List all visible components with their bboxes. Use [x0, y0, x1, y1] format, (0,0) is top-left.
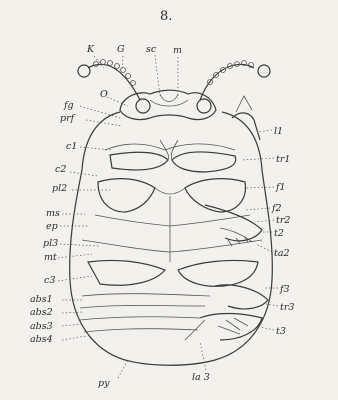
label-tr1: tr1	[276, 154, 290, 165]
label-py: py	[98, 378, 110, 389]
label-pl3: pl3	[43, 238, 58, 249]
label-f1: f1	[275, 182, 286, 193]
label-K: K	[86, 44, 95, 55]
label-sc: sc	[146, 44, 157, 55]
label-f2: f2	[271, 203, 282, 214]
label-prf: prf	[60, 113, 76, 124]
label-c1: c1	[66, 141, 77, 152]
label-abs1: abs1	[30, 294, 53, 305]
label-mt: mt	[44, 252, 57, 263]
label-la3: la 3	[192, 372, 210, 383]
label-t3: t3	[276, 326, 286, 337]
label-tr2: tr2	[276, 215, 290, 226]
label-c3: c3	[44, 275, 55, 286]
label-f3: f3	[279, 284, 290, 295]
right-antenna	[200, 61, 270, 101]
label-O: O	[100, 89, 108, 100]
figure-number: 8.	[160, 9, 172, 24]
label-abs2: abs2	[30, 307, 53, 318]
prothorax	[105, 140, 236, 172]
label-ep: ep	[46, 221, 58, 232]
label-abs3: abs3	[30, 321, 53, 332]
label-abs4: abs4	[30, 334, 53, 345]
left-antenna	[78, 60, 140, 101]
label-c2: c2	[55, 164, 66, 175]
metathorax	[82, 240, 268, 309]
label-m: m	[173, 45, 182, 56]
label-ta2: ta2	[274, 248, 290, 259]
head	[120, 90, 216, 119]
body-outline	[70, 112, 273, 365]
abdomen	[80, 294, 262, 340]
label-fg: fg	[63, 100, 74, 111]
leader-lines	[58, 55, 278, 378]
mesothorax	[95, 179, 262, 262]
label-G: G	[117, 44, 125, 55]
label-ms: ms	[46, 208, 60, 219]
label-tr3: tr3	[280, 302, 294, 313]
label-pl2: pl2	[52, 183, 67, 194]
label-l1: l1	[274, 126, 283, 137]
label-t2: t2	[274, 228, 284, 239]
